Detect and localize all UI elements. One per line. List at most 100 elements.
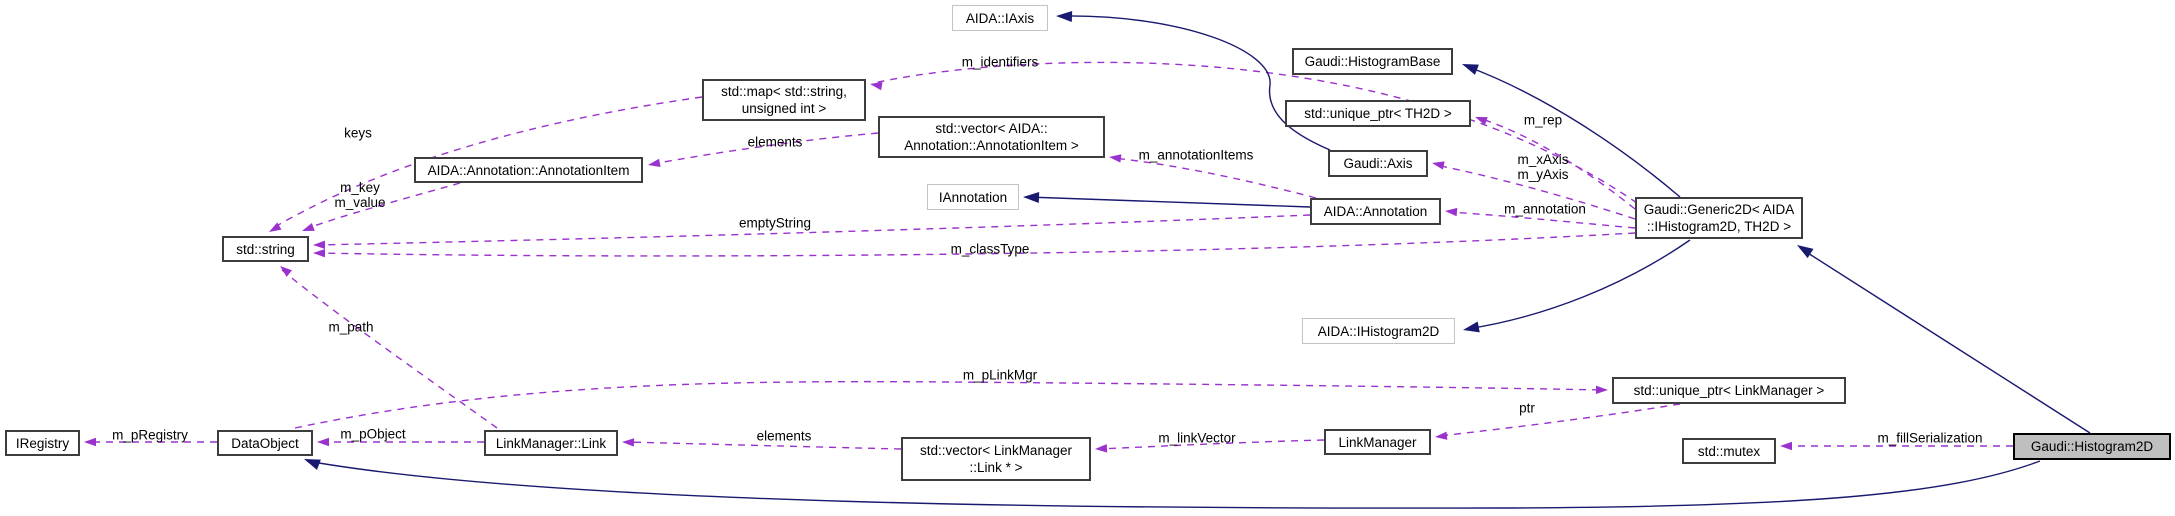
class-node-aida-ihistogram2d[interactable]: AIDA::IHistogram2D bbox=[1302, 318, 1455, 344]
class-node-label: ::IHistogram2D, TH2D > bbox=[1646, 219, 1792, 234]
class-node-label: AIDA::IAxis bbox=[965, 10, 1035, 26]
edge-label-m-pregistry: m_pRegistry bbox=[112, 427, 188, 443]
class-node-label: DataObject bbox=[231, 435, 299, 451]
edge-m-xaxis-m-yaxis bbox=[1435, 164, 1636, 220]
arrowhead-elements-annotation bbox=[648, 158, 661, 168]
class-node-vector-linkmanager-link[interactable]: std::vector< LinkManager::Link * > bbox=[901, 437, 1091, 481]
edge-m-annotation bbox=[1448, 211, 1636, 229]
edge-label-m-pobject: m_pObject bbox=[340, 426, 406, 442]
class-node-label: std::unique_ptr< TH2D > bbox=[1304, 106, 1452, 121]
class-node-label: std::vector< LinkManager bbox=[920, 443, 1072, 458]
arrowhead-histogram2d-inherits-dataobject bbox=[304, 459, 321, 470]
arrowhead-m-pobject bbox=[317, 437, 329, 447]
class-node-label: Gaudi::HistogramBase bbox=[1304, 54, 1441, 69]
arrowhead-m-annotationitems bbox=[1109, 154, 1122, 163]
arrowhead-m-annotation bbox=[1445, 207, 1458, 217]
edge-m-rep bbox=[1478, 117, 1636, 210]
class-node-linkmanager[interactable]: LinkManager bbox=[1324, 429, 1431, 455]
class-node-aida-iaxis[interactable]: AIDA::IAxis bbox=[952, 5, 1048, 31]
class-node-label: AIDA::IHistogram2D bbox=[1317, 323, 1440, 339]
edge-histogram2d-inherits-dataobject bbox=[306, 460, 2041, 509]
arrowhead-m-classtype bbox=[313, 249, 326, 258]
class-node-label: ::Link * > bbox=[969, 460, 1023, 475]
edge-emptystring bbox=[316, 214, 1311, 246]
class-node-dataobject[interactable]: DataObject bbox=[217, 430, 313, 456]
class-node-linkmanager-link[interactable]: LinkManager::Link bbox=[484, 430, 618, 456]
class-node-label: IRegistry bbox=[15, 435, 70, 451]
arrowhead-keys bbox=[269, 222, 282, 232]
edge-keys bbox=[272, 96, 703, 229]
edge-elements-annotation bbox=[651, 132, 879, 165]
edge-label-elements-annotation: elements bbox=[747, 134, 803, 150]
class-node-label: unsigned int > bbox=[741, 101, 827, 116]
arrowhead-m-path bbox=[280, 266, 292, 277]
edge-m-classtype bbox=[316, 232, 1636, 257]
edge-annotation-inherits-iannotation bbox=[1026, 196, 1311, 208]
arrowhead-histogram2d-inherits-generic2d bbox=[1797, 245, 1814, 259]
class-node-label: std::mutex bbox=[1697, 443, 1761, 459]
edge-label-keys: keys bbox=[344, 125, 372, 141]
arrowhead-generic2d-inherits-histogrambase bbox=[1462, 64, 1479, 75]
edge-histogram2d-inherits-generic2d bbox=[1799, 247, 2091, 434]
arrowhead-m-rep bbox=[1475, 117, 1488, 126]
class-node-label: AIDA::Annotation::AnnotationItem bbox=[427, 162, 630, 178]
edge-m-key-m-value bbox=[305, 182, 461, 230]
class-node-label: Gaudi::Axis bbox=[1343, 156, 1413, 171]
class-node-gaudi-axis[interactable]: Gaudi::Axis bbox=[1328, 150, 1428, 177]
arrowhead-axis-inherits-iaxis bbox=[1056, 11, 1073, 23]
arrowhead-m-xaxis-m-yaxis bbox=[1432, 161, 1445, 170]
arrowhead-m-fillserialization bbox=[1780, 441, 1792, 451]
arrowhead-generic2d-inherits-ihistogram2d bbox=[1463, 321, 1480, 333]
arrowhead-emptystring bbox=[313, 240, 326, 249]
edge-generic2d-inherits-ihistogram2d bbox=[1466, 239, 1691, 330]
arrowhead-m-linkvector bbox=[1095, 444, 1108, 453]
class-node-iregistry[interactable]: IRegistry bbox=[5, 430, 80, 456]
class-node-annotation-item[interactable]: AIDA::Annotation::AnnotationItem bbox=[414, 157, 643, 183]
class-node-label: Gaudi::Generic2D< AIDA bbox=[1643, 202, 1795, 217]
arrowhead-elements-link bbox=[622, 438, 635, 447]
class-node-label: LinkManager bbox=[1338, 434, 1417, 450]
edge-label-m-identifiers: m_identifiers bbox=[961, 54, 1039, 70]
class-node-label: std::string bbox=[236, 241, 295, 257]
edge-label-ptr: ptr bbox=[1519, 400, 1535, 416]
class-node-gaudi-histogrambase[interactable]: Gaudi::HistogramBase bbox=[1292, 48, 1453, 75]
edge-label-m-classtype: m_classType bbox=[950, 241, 1030, 257]
class-node-iannotation[interactable]: IAnnotation bbox=[927, 184, 1019, 210]
arrowhead-m-identifiers bbox=[870, 81, 883, 91]
arrowhead-m-key-m-value bbox=[302, 222, 315, 231]
class-node-label: Gaudi::Histogram2D bbox=[2030, 439, 2154, 454]
edge-label-m-annotation: m_annotation bbox=[1504, 201, 1586, 217]
class-node-std-mutex[interactable]: std::mutex bbox=[1682, 438, 1776, 464]
class-node-label: std::unique_ptr< LinkManager > bbox=[1633, 383, 1825, 398]
edge-label-emptystring: emptyString bbox=[738, 215, 812, 231]
class-node-label: IAnnotation bbox=[938, 189, 1008, 205]
class-node-label: AIDA::Annotation bbox=[1323, 204, 1428, 219]
edge-label-m-plinkmgr: m_pLinkMgr bbox=[962, 367, 1038, 383]
arrowhead-m-pregistry bbox=[84, 437, 96, 447]
class-node-gaudi-generic2d[interactable]: Gaudi::Generic2D< AIDA::IHistogram2D, TH… bbox=[1635, 197, 1803, 239]
class-node-std-string[interactable]: std::string bbox=[222, 236, 309, 262]
edge-label-elements-link: elements bbox=[756, 428, 812, 444]
class-node-label: std::map< std::string, bbox=[721, 84, 847, 99]
class-node-unique-ptr-linkmanager[interactable]: std::unique_ptr< LinkManager > bbox=[1612, 377, 1846, 404]
edge-generic2d-inherits-histogrambase bbox=[1465, 65, 1681, 198]
edge-m-annotationitems bbox=[1112, 157, 1317, 199]
class-node-unique-ptr-th2d[interactable]: std::unique_ptr< TH2D > bbox=[1285, 100, 1471, 127]
edge-m-path bbox=[281, 269, 498, 429]
edge-label-m-linkvector: m_linkVector bbox=[1158, 430, 1236, 446]
edge-ptr bbox=[1438, 403, 1681, 437]
class-node-std-map[interactable]: std::map< std::string,unsigned int > bbox=[702, 79, 866, 121]
class-node-vector-annotation-item[interactable]: std::vector< AIDA::Annotation::Annotatio… bbox=[878, 116, 1105, 158]
arrowhead-ptr bbox=[1435, 431, 1448, 440]
edge-label-m-annotationitems: m_annotationItems bbox=[1138, 147, 1254, 163]
arrowhead-m-plinkmgr bbox=[1595, 385, 1608, 394]
class-node-label: LinkManager::Link bbox=[495, 435, 607, 451]
edge-m-plinkmgr bbox=[294, 380, 1605, 429]
class-node-label: Annotation::AnnotationItem > bbox=[904, 138, 1079, 153]
class-node-label: std::vector< AIDA:: bbox=[935, 121, 1048, 136]
edge-label-m-path: m_path bbox=[328, 319, 374, 335]
edge-axis-inherits-iaxis bbox=[1059, 15, 1331, 151]
class-node-aida-annotation[interactable]: AIDA::Annotation bbox=[1310, 198, 1441, 225]
